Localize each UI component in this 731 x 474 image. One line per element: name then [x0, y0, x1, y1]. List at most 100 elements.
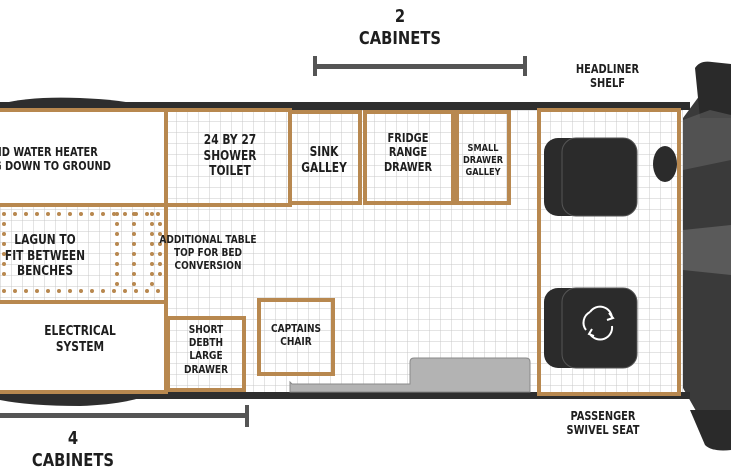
- outline-dot: [35, 289, 39, 293]
- outline-dot: [46, 289, 50, 293]
- outline-dot: [123, 212, 127, 216]
- driver-seat: [544, 137, 638, 217]
- label-passenger-seat: PASSENGER SWIVEL SEAT: [566, 409, 640, 438]
- outline-dot: [132, 232, 136, 236]
- outline-dot: [79, 289, 83, 293]
- outline-dot: [158, 262, 162, 266]
- label-water-heater: ND WATER HEATER G DOWN TO GROUND: [0, 145, 111, 174]
- outline-dot: [150, 222, 154, 226]
- outline-dot: [158, 252, 162, 256]
- outline-dot: [123, 289, 127, 293]
- label-sink-galley: SINK GALLEY: [301, 145, 347, 176]
- outline-dot: [115, 242, 119, 246]
- swivel-arrows-icon: [582, 305, 615, 341]
- dimension-bar-top: [313, 56, 527, 76]
- outline-dot: [57, 212, 61, 216]
- outline-dot: [158, 222, 162, 226]
- label-small-drawer: SMALL DRAWER GALLEY: [462, 143, 504, 178]
- outline-dot: [132, 282, 136, 286]
- wheel-well-top: [0, 97, 150, 108]
- outline-dot: [115, 252, 119, 256]
- outline-dot: [24, 289, 28, 293]
- outline-dot: [132, 272, 136, 276]
- outline-dot: [2, 222, 6, 226]
- outline-dot: [134, 289, 138, 293]
- floor-bench: [289, 357, 531, 393]
- outline-dot: [2, 262, 6, 266]
- steering-wheel: [653, 146, 677, 182]
- lagun-dotted-outline: [2, 212, 162, 293]
- outline-dot: [2, 289, 6, 293]
- outline-dot: [156, 212, 160, 216]
- label-additional-table: ADDITIONAL TABLE TOP FOR BED CONVERSION: [159, 233, 257, 273]
- outline-dot: [90, 212, 94, 216]
- outline-dot: [115, 212, 119, 216]
- van-wall-bottom: [0, 392, 690, 399]
- outline-dot: [145, 212, 149, 216]
- label-headliner-shelf: HEADLINER SHELF: [575, 62, 640, 91]
- cabinet-short-drawer: [166, 316, 246, 392]
- outline-dot: [150, 242, 154, 246]
- van-cab: [683, 61, 731, 451]
- outline-dot: [132, 252, 136, 256]
- outline-dot: [68, 212, 72, 216]
- label-captains-chair: CAPTAINS CHAIR: [270, 322, 322, 349]
- label-4-cabinets: 4 CABINETS: [31, 428, 115, 471]
- label-lagun: LAGUN TO FIT BETWEEN BENCHES: [4, 233, 86, 280]
- outline-dot: [35, 212, 39, 216]
- outline-dot: [46, 212, 50, 216]
- outline-dot: [2, 272, 6, 276]
- outline-dot: [2, 252, 6, 256]
- dimension-bar-bottom: [0, 405, 249, 427]
- label-electrical: ELECTRICAL SYSTEM: [44, 324, 116, 355]
- outline-dot: [24, 212, 28, 216]
- cabinet-small-drawer: [455, 110, 511, 205]
- outline-dot: [150, 282, 154, 286]
- outline-dot: [150, 272, 154, 276]
- cab-seating-area: [537, 108, 681, 396]
- outline-dot: [101, 212, 105, 216]
- outline-dot: [150, 262, 154, 266]
- captains-chair-box: [257, 298, 335, 376]
- outline-dot: [57, 289, 61, 293]
- outline-dot: [158, 242, 162, 246]
- wheel-well-bottom: [0, 394, 150, 406]
- outline-dot: [90, 289, 94, 293]
- cabinet-electrical: [0, 300, 168, 394]
- cabinet-fridge-range: [363, 110, 455, 205]
- outline-dot: [132, 262, 136, 266]
- outline-dot: [112, 289, 116, 293]
- outline-dot: [2, 212, 6, 216]
- van-wall-top: [0, 102, 690, 110]
- outline-dot: [150, 212, 154, 216]
- cabinet-sink-galley: [288, 110, 362, 205]
- label-2-cabinets: 2 CABINETS: [358, 6, 442, 49]
- outline-dot: [158, 232, 162, 236]
- outline-dot: [150, 252, 154, 256]
- outline-dot: [156, 289, 160, 293]
- outline-dot: [150, 232, 154, 236]
- outline-dot: [79, 212, 83, 216]
- label-shower-toilet: 24 BY 27 SHOWER TOILET: [203, 133, 257, 180]
- outline-dot: [132, 212, 136, 216]
- outline-dot: [68, 289, 72, 293]
- outline-dot: [112, 212, 116, 216]
- outline-dot: [132, 242, 136, 246]
- outline-dot: [115, 282, 119, 286]
- outline-dot: [13, 212, 17, 216]
- passenger-seat: [544, 287, 638, 369]
- outline-dot: [2, 232, 6, 236]
- outline-dot: [115, 262, 119, 266]
- outline-dot: [145, 289, 149, 293]
- outline-dot: [2, 242, 6, 246]
- outline-dot: [132, 222, 136, 226]
- label-fridge-range: FRIDGE RANGE DRAWER: [383, 131, 433, 174]
- outline-dot: [115, 272, 119, 276]
- outline-dot: [115, 222, 119, 226]
- outline-dot: [13, 289, 17, 293]
- outline-dot: [115, 232, 119, 236]
- outline-dot: [101, 289, 105, 293]
- label-short-drawer: SHORT DEBTH LARGE DRAWER: [183, 323, 229, 376]
